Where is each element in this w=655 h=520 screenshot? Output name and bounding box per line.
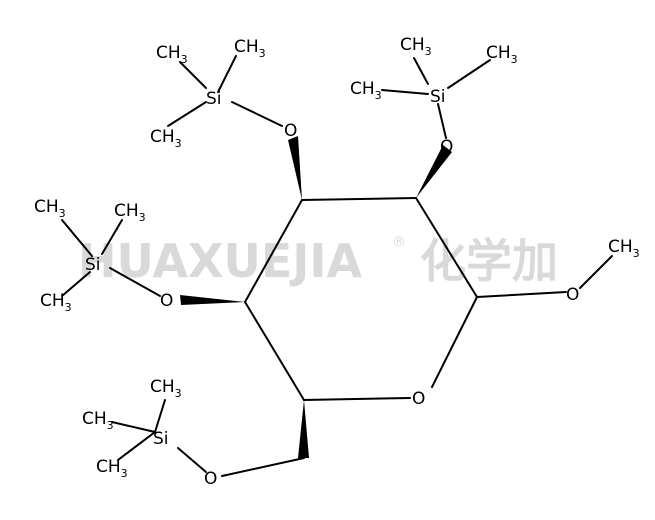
bond-ch2-o6 [221,457,305,477]
bond-si1-me2 [179,61,207,89]
substituent-bonds [61,55,613,477]
bond-si2-me2 [447,59,491,89]
atom-o3: O [284,121,297,141]
wedge-bonds [180,136,452,458]
methyl-si4-b: CH3 [82,409,114,432]
wedge-c2-o [416,145,452,198]
bond-si3-me1 [61,219,93,257]
methyl-si4-a: CH3 [150,377,182,400]
bond-o2-si2 [437,103,447,139]
bond-si3-me3 [61,271,91,297]
atom-si1: Si [206,89,222,109]
bond-si1-me1 [217,55,237,93]
wedge-c3-o [288,136,302,200]
methyl-si3-a: CH3 [34,197,66,220]
watermark-chinese: 化学加 [420,234,558,288]
atom-o1: O [566,285,579,305]
methyl-si2-c: CH3 [350,79,382,102]
atom-o4: O [160,291,173,311]
watermark-registered: ® [392,234,406,250]
atom-labels: O O O O O O Si Si Si Si CH3 CH3 CH3 CH3 … [34,35,640,489]
bond-c1-o1 [476,291,567,298]
methyl-o1: CH3 [608,237,640,260]
methyl-si1-b: CH3 [156,43,188,66]
methyl-si1-c: CH3 [150,127,182,150]
bond-si4-me2 [111,421,156,433]
bond-o6-si4 [177,447,207,473]
bond-o1-me [579,255,613,289]
bond-c2-c1 [415,197,478,298]
ring-bonds [244,197,478,401]
wedge-c4-o [180,295,245,305]
bond-c5-c4 [244,301,305,401]
methyl-si1-a: CH3 [234,37,266,60]
atom-o5: O [412,389,425,409]
bond-si4-me3 [117,431,156,461]
atom-si4: Si [153,429,169,449]
methyl-si3-b: CH3 [114,201,146,224]
atom-si3: Si [85,255,101,275]
bond-si1-me3 [167,101,207,127]
bond-c3-c2 [301,197,417,201]
atom-si2: Si [430,87,446,107]
watermark-latin: HUAXUEJIA [78,234,363,288]
bond-si3-me2 [101,219,123,255]
methyl-si4-c: CH3 [96,457,128,480]
methyl-si2-a: CH3 [400,35,432,58]
atom-o6: O [204,469,217,489]
bond-si2-me1 [413,57,429,85]
atom-o2: O [440,137,453,157]
bond-si4-me1 [154,399,166,433]
watermark: HUAXUEJIA ® 化学加 [78,234,558,288]
bond-c1-o5 [431,296,478,388]
bond-o3-si1 [231,101,283,127]
methyl-si2-b: CH3 [486,43,518,66]
methyl-si3-c: CH3 [40,291,72,314]
wedge-c5-ch2 [298,400,309,458]
bond-o5-c5 [303,397,411,401]
bond-o4-si3 [109,267,161,297]
bond-si2-me3 [381,89,429,95]
bond-c4-c3 [244,199,303,303]
